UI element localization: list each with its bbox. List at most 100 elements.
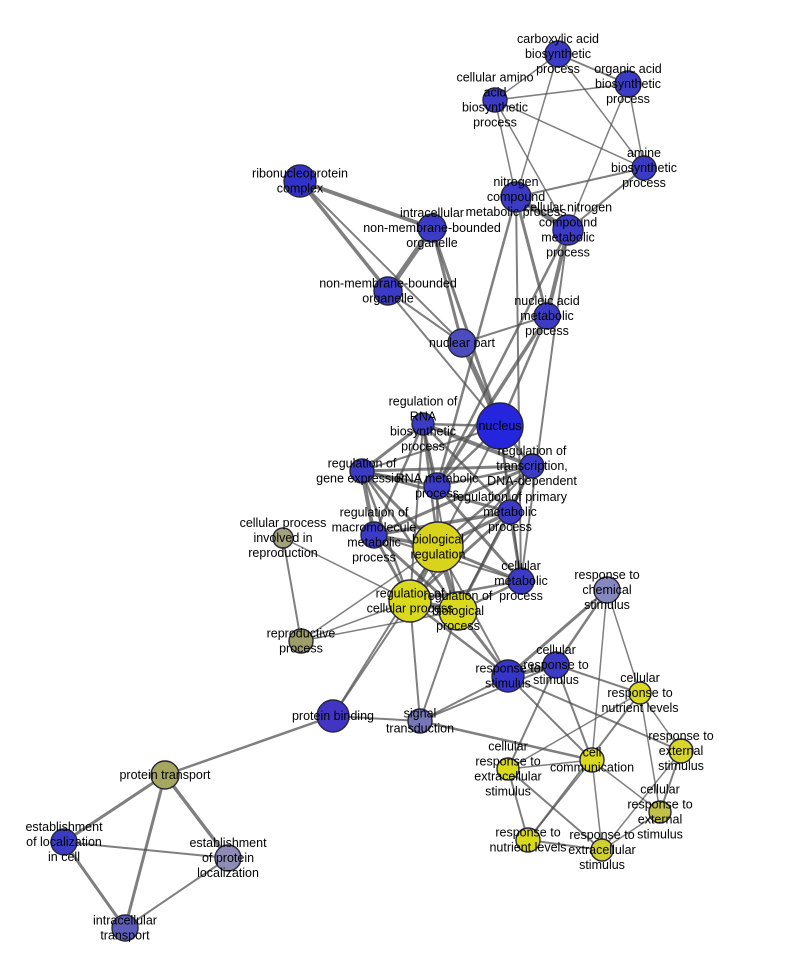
graph-edge-crs-rcs <box>554 588 609 667</box>
graph-node-rnp[interactable] <box>283 164 317 198</box>
graph-edge-epl-it <box>124 857 229 929</box>
graph-edge-rp-br <box>300 546 439 642</box>
graph-edge-am-nc <box>515 167 645 198</box>
graph-edge-cc-cre <box>507 759 593 770</box>
graph-edge-rnp-np <box>299 180 463 344</box>
graph-node-am[interactable] <box>631 155 657 181</box>
graph-node-st[interactable] <box>407 708 433 734</box>
graph-edge-pt-epl <box>163 773 230 860</box>
graph-edge-rt-rna <box>435 464 534 488</box>
graph-edge-rs-res <box>507 675 682 752</box>
graph-edge-cnc-rna <box>435 228 570 488</box>
graph-edge-rt-rcp <box>409 465 533 602</box>
graph-node-it[interactable] <box>111 914 139 942</box>
graph-edge-pb-rcp <box>332 600 411 717</box>
graph-edge-nu-rge <box>361 425 501 472</box>
graph-edge-cre-rext <box>507 768 603 851</box>
graph-edge-oa-cnc <box>567 83 629 231</box>
graph-edge-rna-cm <box>435 484 523 583</box>
graph-edge-pb-br <box>332 546 439 717</box>
graph-node-ca[interactable] <box>544 40 572 68</box>
graph-node-rext[interactable] <box>590 838 614 862</box>
graph-node-rmm[interactable] <box>360 521 388 549</box>
graph-edge-rs-rcs <box>506 588 609 678</box>
graph-edge-st-cc <box>418 719 594 762</box>
graph-node-rpm[interactable] <box>497 499 523 525</box>
graph-edge-rnp-inmo <box>298 179 434 230</box>
graph-edge-pt-it <box>123 773 167 930</box>
graph-node-np[interactable] <box>447 328 477 358</box>
graph-node-rp[interactable] <box>288 628 314 654</box>
graph-edge-aa-am <box>494 99 645 169</box>
graph-edge-cnc-cm <box>520 229 569 582</box>
graph-node-rs[interactable] <box>491 659 525 693</box>
graph-edge-rcs-cc <box>591 589 608 761</box>
graph-edge-inmo-nu <box>430 226 502 428</box>
graph-node-rnl[interactable] <box>515 827 541 853</box>
graph-node-cpr[interactable] <box>272 527 294 549</box>
graph-node-nu[interactable] <box>476 402 524 450</box>
graph-edge-aa-nc <box>494 99 517 198</box>
graph-node-br[interactable] <box>412 521 464 573</box>
graph-edge-nc-nam <box>514 195 549 318</box>
graph-node-crext[interactable] <box>648 800 672 824</box>
graph-node-nmo[interactable] <box>373 276 403 306</box>
graph-edge-ca-nc <box>515 53 559 198</box>
graph-node-oa[interactable] <box>614 70 642 98</box>
graph-node-elc[interactable] <box>50 828 78 856</box>
graph-node-rcs[interactable] <box>593 576 621 604</box>
graph-edge-elc-it <box>62 840 127 930</box>
graph-edge-crs-cc <box>555 664 593 761</box>
graph-node-rcp[interactable] <box>388 579 432 623</box>
graph-edge-cc-rext <box>591 759 603 851</box>
graph-edge-aa-cnc <box>494 99 569 231</box>
graph-edge-nam-np <box>461 315 548 344</box>
graph-node-epl[interactable] <box>214 844 242 872</box>
graph-edge-rrb-rbp <box>422 423 459 612</box>
graph-node-rrb[interactable] <box>411 412 435 436</box>
graph-edge-am-cnc <box>567 167 645 231</box>
graph-edge-crs-cre <box>507 664 557 770</box>
graph-node-cc[interactable] <box>579 747 605 773</box>
graph-edge-pt-elc <box>62 773 167 844</box>
graph-node-nc[interactable] <box>500 181 532 213</box>
graph-node-rna[interactable] <box>423 472 451 500</box>
graph-node-res[interactable] <box>668 738 694 764</box>
graph-node-cm[interactable] <box>507 567 535 595</box>
graph-edge-rt-rge <box>360 464 534 473</box>
graph-edge-rs-cc <box>507 675 593 761</box>
graph-node-cnc[interactable] <box>552 214 584 246</box>
graph-edge-crs-st <box>419 664 557 722</box>
graph-edge-ca-am <box>557 53 645 169</box>
graph-edge-res-rext <box>601 750 682 851</box>
edges-layer <box>62 53 682 930</box>
graph-node-pt[interactable] <box>150 760 180 790</box>
graph-node-rge[interactable] <box>349 458 375 484</box>
graph-node-inmo[interactable] <box>417 213 447 243</box>
graph-edge-elc-epl <box>63 841 229 859</box>
graph-node-crs[interactable] <box>542 651 570 679</box>
graph-edge-rnp-nmo <box>298 179 390 293</box>
graph-node-crn[interactable] <box>628 681 652 705</box>
graph-edge-rrb-rt <box>421 422 534 468</box>
graph-node-cre[interactable] <box>496 757 520 781</box>
nodes-layer <box>50 40 694 942</box>
graph-edge-oa-aa <box>494 83 629 101</box>
graph-node-pb[interactable] <box>316 699 350 733</box>
graph-node-rbp[interactable] <box>438 591 478 631</box>
graph-edge-crn-crext <box>639 692 661 813</box>
graph-edge-rrb-rge <box>360 422 425 473</box>
graph-edge-cpr-rp <box>282 537 302 642</box>
graph-edge-rt-rmm <box>372 464 534 537</box>
graph-edge-rcs-crn <box>606 589 641 694</box>
graph-edge-oa-am <box>627 83 645 169</box>
graph-node-nam[interactable] <box>533 302 561 330</box>
graph-edge-rp-rbp <box>300 610 459 642</box>
graph-node-aa[interactable] <box>482 87 508 113</box>
graph-edge-cc-crext <box>591 759 661 813</box>
graph-edge-crs-crn <box>555 664 641 694</box>
graph-edge-crn-cre <box>507 692 641 770</box>
graph-node-rt[interactable] <box>519 453 545 479</box>
